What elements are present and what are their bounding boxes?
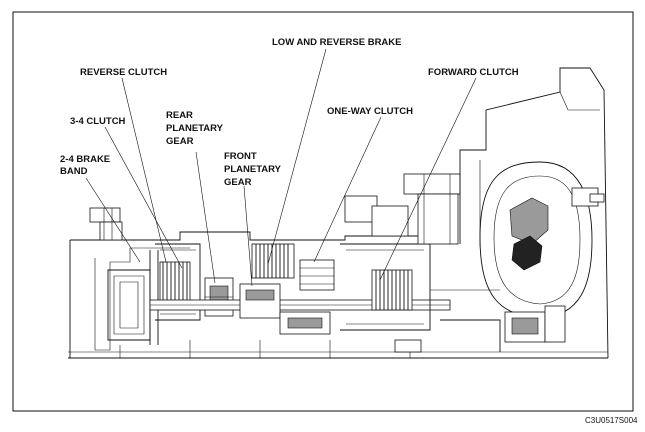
label-front-planetary-line1: FRONT: [224, 151, 257, 162]
torque-converter: [479, 161, 605, 319]
figure-code: C3U0517S004: [585, 416, 638, 425]
clutch-pack-3-4: [159, 261, 191, 303]
forward-clutch-pack: [371, 269, 413, 311]
label-reverse-clutch: REVERSE CLUTCH: [80, 67, 167, 78]
label-one-way-clutch: ONE-WAY CLUTCH: [327, 106, 413, 117]
transmission-drawing: [68, 67, 609, 359]
label-front-planetary-line3: GEAR: [224, 177, 252, 188]
one-way-clutch: [299, 259, 335, 291]
label-2-4-brake-band-line2: BAND: [60, 166, 88, 177]
leader-lines: [85, 48, 477, 287]
label-front-planetary-line2: PLANETARY: [224, 164, 282, 175]
label-rear-planetary-line1: REAR: [166, 110, 193, 121]
label-rear-planetary-line2: PLANETARY: [166, 123, 224, 134]
label-3-4-clutch: 3-4 CLUTCH: [70, 116, 126, 127]
low-reverse-brake-pack: [251, 243, 295, 279]
front-planetary-gear: [239, 283, 331, 335]
callout-labels: LOW AND REVERSE BRAKE REVERSE CLUTCH FOR…: [60, 37, 519, 188]
label-low-reverse-brake: LOW AND REVERSE BRAKE: [272, 37, 402, 48]
label-forward-clutch: FORWARD CLUTCH: [428, 67, 519, 78]
label-rear-planetary-line3: GEAR: [166, 136, 194, 147]
frame-border: [12, 11, 634, 412]
label-2-4-brake-band-line1: 2-4 BRAKE: [60, 154, 110, 165]
